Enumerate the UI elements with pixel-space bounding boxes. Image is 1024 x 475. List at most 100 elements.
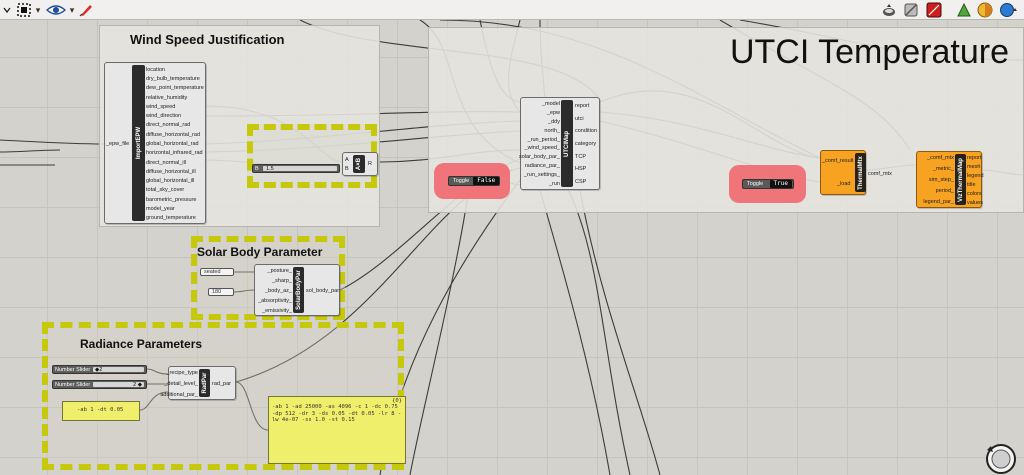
output-port[interactable]: location [146,66,165,73]
input-port[interactable]: _run [548,180,560,187]
output-port[interactable]: dew_point_temperature [146,85,204,92]
preview-dropdown-caret[interactable]: ▾ [35,4,41,15]
output-port[interactable]: direct_normal_ill [146,159,187,166]
output-port[interactable]: CSP [575,178,587,185]
input-port[interactable]: _sharp_ [272,278,292,284]
input-port[interactable]: _run_settings_ [523,171,560,178]
output-port[interactable]: global_horizontal_ill [146,178,195,185]
output-port[interactable]: mesh [967,163,981,170]
output-port[interactable]: horizontal_infrared_rad [146,150,203,157]
multiply-component[interactable]: A B A×B R [342,152,378,176]
output-port[interactable]: global_horizontal_rad [146,141,199,147]
additional-par-panel[interactable]: -ab 1 -dt 0.05 [62,401,140,421]
input-port[interactable]: additional_par_ [160,391,198,398]
input-port[interactable]: _epw_file [106,141,130,147]
slider-value: 2 ◆ [133,382,142,388]
input-port[interactable]: _detail_level_ [164,381,198,387]
input-port[interactable]: _model [541,101,560,108]
shaded-preview-icon[interactable] [976,2,994,18]
disable-preview-icon[interactable] [902,2,920,18]
number-slider-recipe[interactable]: Number Slider ◆2 [52,365,147,374]
output-port[interactable]: dry_bulb_temperature [146,75,200,82]
output-port[interactable]: wind_speed [146,103,176,110]
toggle-value[interactable]: True [769,180,792,188]
output-port[interactable]: rad_par [212,381,231,387]
input-port[interactable]: _body_az_ [265,288,292,294]
wire-display-icon[interactable] [955,2,973,18]
rad-par-component[interactable]: _recipe_type _detail_level_ additional_par… [160,366,236,400]
input-port[interactable]: _run_period_ [527,136,560,143]
input-port[interactable]: _recipe_type [166,370,199,377]
thermal-mtx-component[interactable]: _comf_result _load ThermalMtx [820,150,866,195]
output-port[interactable]: legend [967,172,984,179]
sphere-icon[interactable] [998,2,1020,18]
input-port[interactable]: _comf_mtx [927,155,954,162]
output-port[interactable]: utci [575,115,584,122]
input-port[interactable]: radiance_par_ [524,163,560,169]
output-port-r[interactable]: R [368,161,372,167]
bake-icon[interactable] [924,2,944,18]
input-port[interactable]: _emissivity_ [262,308,292,314]
output-port[interactable]: model_year [146,206,175,213]
output-port[interactable]: relative_humidity [146,94,188,101]
slider-track[interactable]: 1.5 [263,166,337,172]
output-port[interactable]: comf_mtx [868,171,892,177]
body-az-value-panel[interactable]: 180 [208,288,234,296]
input-ports: _comf_mtx _metric_ sim_step_ period_ legend_… [918,153,954,207]
input-port[interactable]: legend_par_ [923,198,954,205]
input-port[interactable]: _ddy [548,119,560,125]
utci-map-component[interactable]: _model _epw _ddy north_ _run_period_ _wind_sp… [519,97,600,190]
input-port[interactable]: _posture_ [267,268,292,274]
number-slider-detail[interactable]: Number Slider 2 ◆ [52,380,147,389]
output-port[interactable]: TCP [575,153,586,160]
input-port[interactable]: sim_step_ [928,177,954,183]
output-port[interactable]: condition [575,128,598,135]
number-slider-b[interactable]: B 1.5 [252,164,340,173]
output-port[interactable]: direct_normal_rad [146,122,191,129]
eye-icon[interactable] [45,2,67,18]
slider-track[interactable]: ◆2 [93,367,144,373]
output-port[interactable]: diffuse_horizontal_rad [146,131,201,138]
input-port[interactable]: _absorptivity_ [258,298,292,304]
output-port[interactable]: ground_temperature [146,215,196,222]
posture-value-panel[interactable]: seated [200,268,234,276]
input-port[interactable]: period_ [935,187,954,194]
solar-body-par-component[interactable]: _posture_ _sharp_ _body_az_ _absorptivity_ _… [254,264,340,316]
boolean-toggle-run[interactable]: Toggle False [448,176,500,186]
input-port[interactable]: _wind_speed_ [524,145,560,152]
input-port-b[interactable]: B [345,166,349,172]
canvas-navigator-icon[interactable] [982,440,1020,474]
rad-par-output-panel[interactable]: {0} -ab 1 -ad 25000 -as 4096 -c 1 -dc 0.… [268,396,406,464]
render-preview-icon[interactable] [880,2,898,18]
output-port[interactable]: barometric_pressure [146,196,197,203]
input-port[interactable]: _metric_ [932,166,954,173]
toggle-value[interactable]: False [473,177,500,185]
boolean-toggle-load[interactable]: Toggle True [742,179,794,189]
input-port-a[interactable]: A [345,157,349,163]
sketch-icon[interactable] [78,2,94,18]
output-port[interactable]: HSP [575,166,587,173]
output-port[interactable]: report [575,103,590,110]
output-port[interactable]: report [967,154,982,161]
viz-thermal-map-component[interactable]: _comf_mtx _metric_ sim_step_ period_ legend_… [916,151,984,208]
output-port[interactable]: sol_body_par [306,288,340,294]
output-port[interactable]: title [967,181,976,188]
output-port[interactable]: values [967,199,983,206]
input-port[interactable]: north_ [544,127,560,134]
slider-value: ◆2 [95,367,103,373]
input-port[interactable]: _load [837,181,851,187]
slider-track[interactable]: 2 ◆ [93,382,144,388]
output-port[interactable]: colors [967,190,982,197]
input-port[interactable]: _comf_result [822,158,854,164]
input-port[interactable]: _epw [546,110,560,117]
output-port[interactable]: total_sky_cover [146,187,185,194]
output-port[interactable]: diffuse_horizontal_ill [146,168,196,175]
component-name: A×B [356,157,362,171]
output-port[interactable]: wind_direction [146,113,182,120]
display-dropdown-caret[interactable]: ▾ [69,4,75,15]
input-port[interactable]: solar_body_par_ [519,154,560,161]
zoom-fit-icon[interactable] [16,2,32,18]
chevron-down-icon[interactable] [2,2,12,18]
output-port[interactable]: category [575,141,597,147]
